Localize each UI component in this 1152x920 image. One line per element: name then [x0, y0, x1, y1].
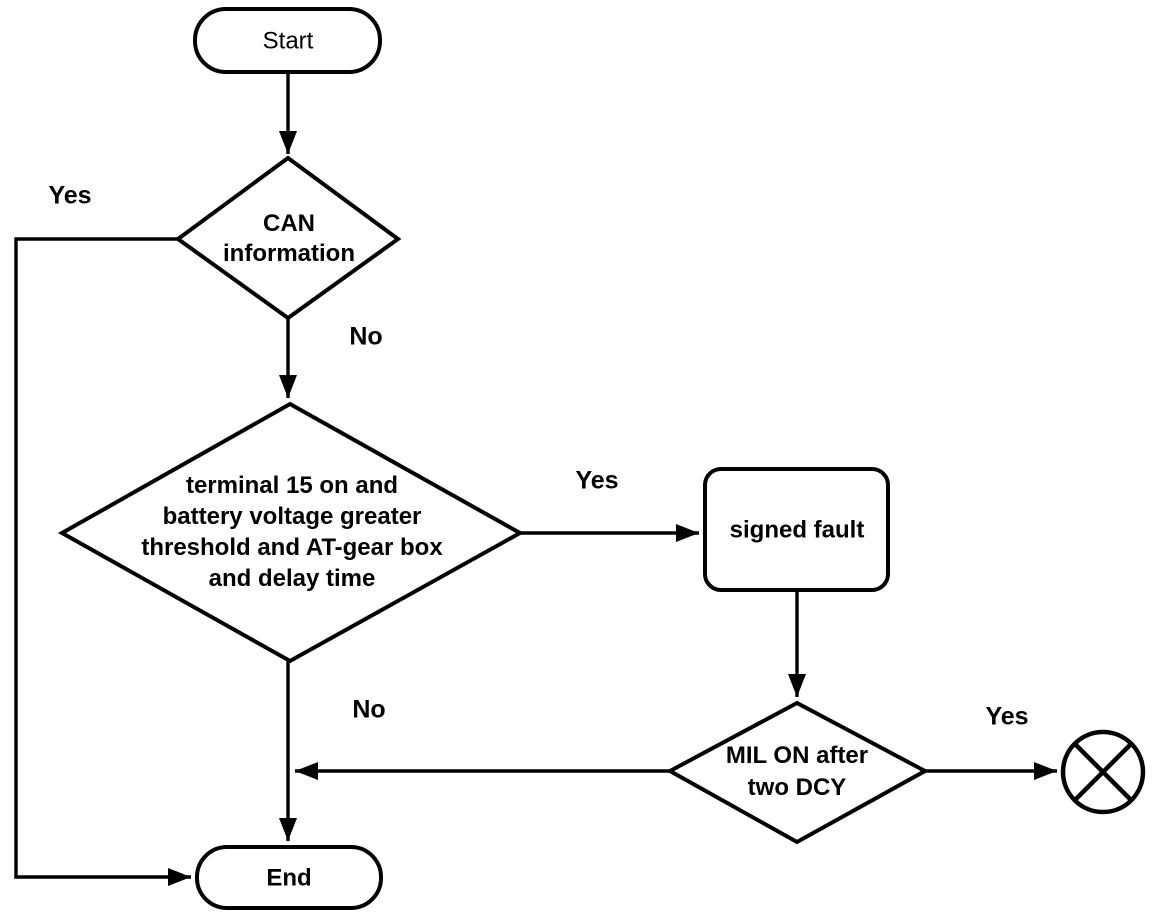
condition-line-3: threshold and AT-gear box — [141, 534, 443, 561]
mil-line-1: MIL ON after — [725, 742, 869, 769]
start-node-label: Start — [262, 27, 314, 55]
mil-line-2: two DCY — [747, 774, 847, 801]
condition-decision-node — [57, 401, 525, 664]
condition-line-4: and delay time — [208, 565, 376, 592]
can-decision-label: CAN information — [223, 209, 355, 269]
end-node — [195, 845, 383, 910]
condition-line-1: terminal 15 on and — [185, 472, 399, 499]
mil-decision-label: MIL ON after two DCY — [726, 740, 868, 804]
circle-x-end-state-icon — [1060, 729, 1146, 815]
can-yes-edge-to-end — [14, 237, 191, 886]
can-yes-label: Yes — [48, 181, 92, 210]
can-decision-node — [174, 155, 402, 321]
condition-yes-label: Yes — [575, 466, 619, 495]
condition-decision-label: terminal 15 on and battery voltage great… — [141, 470, 442, 594]
signed-fault-label: signed fault — [729, 516, 865, 544]
can-no-label: No — [349, 322, 383, 351]
end-node-label: End — [266, 864, 312, 892]
can-decision-line-2: information — [223, 240, 355, 267]
mil-yes-label: Yes — [985, 702, 1029, 731]
start-node — [193, 7, 382, 74]
mil-decision-node — [665, 700, 930, 845]
condition-no-label: No — [352, 695, 386, 724]
signed-fault-node — [703, 467, 890, 592]
can-decision-line-1: CAN — [263, 210, 315, 237]
condition-line-2: battery voltage greater — [162, 503, 422, 530]
